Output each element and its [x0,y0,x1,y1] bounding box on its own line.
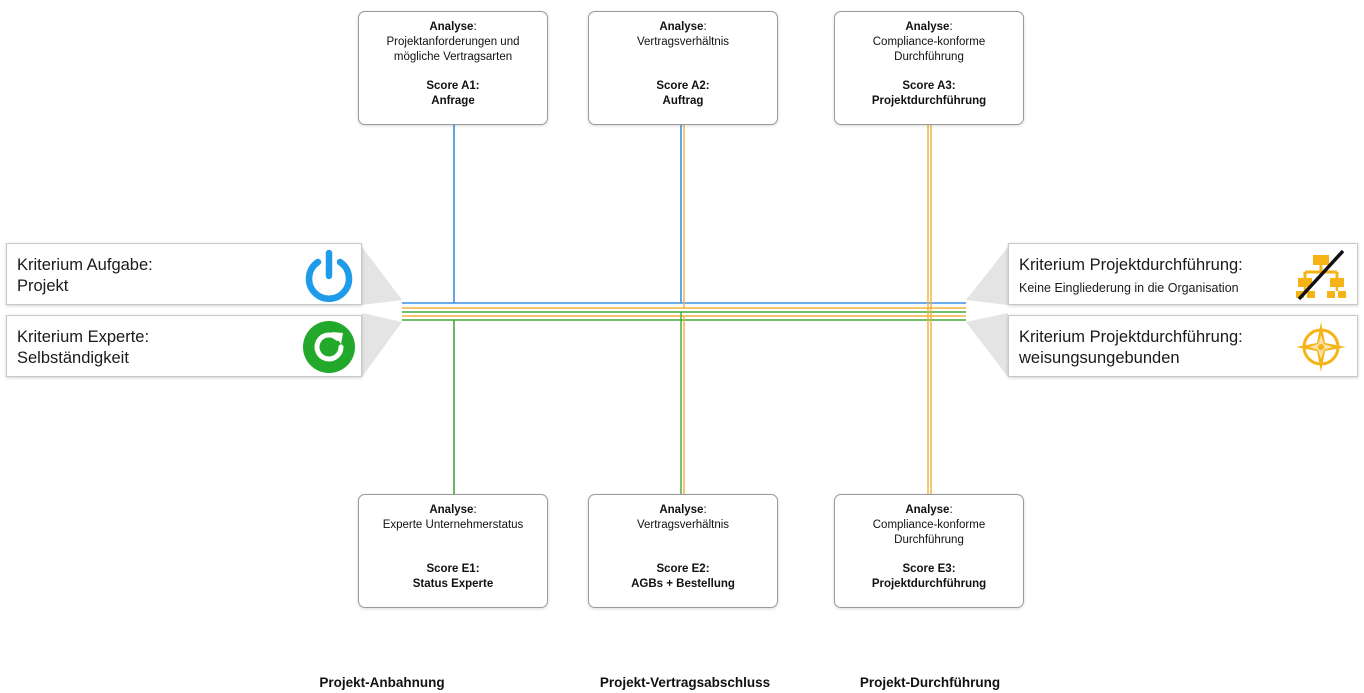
box-description: Projektanforderungen und mögliche Vertra… [386,36,520,63]
box-heading: Analyse [659,21,706,33]
criterion-title: Kriterium Experte: [17,328,150,346]
box-score: Score E3 [841,562,1017,577]
box-score-value: Auftrag [662,95,704,107]
criterion-task-project: Kriterium Aufgabe: Projekt [6,243,362,305]
box-score-value: Status Experte [412,578,494,590]
box-heading: Analyse [429,21,476,33]
criterion-title: Kriterium Aufgabe: [17,256,153,274]
box-description: Experte Unternehmerstatus [382,519,524,531]
criterion-expert-independence: Kriterium Experte: Selbständigkeit [6,315,362,377]
analysis-box-e3: Analyse Compliance-konforme Durchführung… [834,494,1024,608]
box-heading: Analyse [905,504,952,516]
criterion-not-bound-by-instructions: Kriterium Projektdurchführung: weisungsu… [1008,315,1358,377]
analysis-box-a2: Analyse Vertragsverhältnis Score A2 Auft… [588,11,778,125]
right-wedge-bottom [966,313,1008,377]
box-description: Compliance-konforme Durchführung [872,36,986,63]
criterion-value: Selbständigkeit [17,349,129,367]
phase-label-contract: Projekt-Vertragsabschluss [599,675,771,690]
box-score: Score E1 [365,562,541,577]
box-score: Score E2 [595,562,771,577]
box-score-value: Anfrage [431,95,475,107]
phase-label-initiation: Projekt-Anbahnung [319,675,445,690]
analysis-box-a1: Analyse Projektanforderungen und möglich… [358,11,548,125]
criterion-title: Kriterium Projektdurchführung: [1019,328,1243,346]
box-description: Vertragsverhältnis [636,36,730,48]
box-score-value: AGBs + Bestellung [631,578,735,590]
box-score-value: Projektdurchführung [871,95,987,107]
criterion-value: Keine Eingliederung in die Organisation [1019,281,1239,295]
box-description: Vertragsverhältnis [636,519,730,531]
criterion-value: Projekt [17,277,69,295]
box-score: Score A3 [841,79,1017,94]
box-score: Score A2 [595,79,771,94]
left-wedge-top [362,247,402,305]
phase-label-execution: Projekt-Durchführung [859,675,1001,690]
org-chart-crossed-icon [1296,249,1346,301]
box-heading: Analyse [659,504,706,516]
right-wedge-top [966,247,1008,305]
compass-icon [1296,322,1346,372]
criterion-no-integration: Kriterium Projektdurchführung: Keine Ein… [1008,243,1358,305]
power-icon [305,249,353,302]
criterion-title: Kriterium Projektdurchführung: [1019,256,1243,274]
box-score-value: Projektdurchführung [871,578,987,590]
analysis-box-a3: Analyse Compliance-konforme Durchführung… [834,11,1024,125]
box-heading: Analyse [905,21,952,33]
analysis-box-e1: Analyse Experte Unternehmerstatus Score … [358,494,548,608]
box-heading: Analyse [429,504,476,516]
box-description: Compliance-konforme Durchführung [872,519,986,546]
box-score: Score A1 [365,79,541,94]
criterion-value: weisungsungebunden [1019,349,1180,367]
left-wedge-bottom [362,313,402,377]
refresh-icon [303,321,355,373]
analysis-box-e2: Analyse Vertragsverhältnis Score E2 AGBs… [588,494,778,608]
